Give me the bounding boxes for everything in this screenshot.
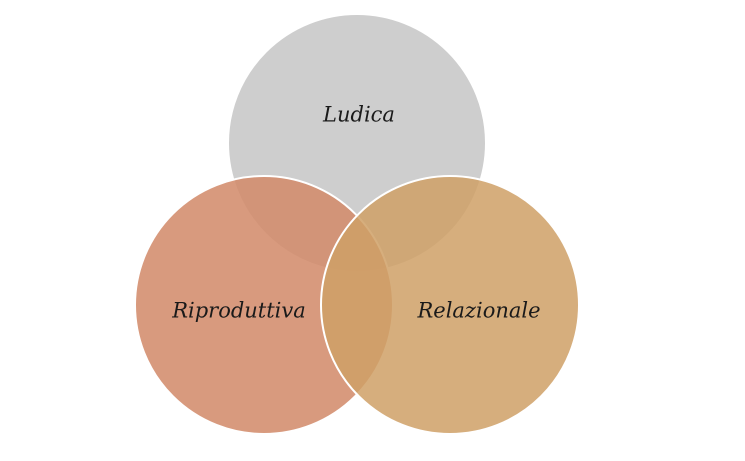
circle-relazionale [320,175,580,435]
label-riproduttiva: Riproduttiva [171,299,306,323]
label-relazionale: Relazionale [416,299,540,323]
label-ludica: Ludica [322,103,395,127]
